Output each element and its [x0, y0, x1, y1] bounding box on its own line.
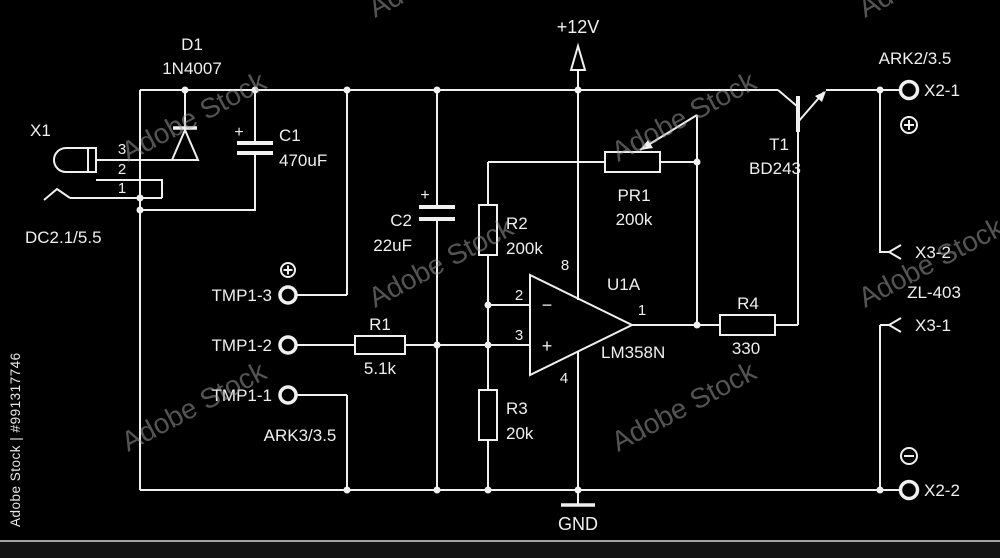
x1-ref-label: X1 — [30, 121, 51, 140]
c1-polarity-plus: + — [234, 124, 243, 141]
r2-ref-label: R2 — [506, 214, 528, 233]
d1-ref-label: D1 — [181, 35, 203, 54]
res-r2: R2 200k — [478, 161, 605, 390]
plus-polarity-icon — [280, 262, 296, 278]
diode-icon — [170, 127, 200, 161]
x2-2-label: X2-2 — [924, 481, 960, 500]
resistor-icon — [354, 335, 406, 355]
pin-chevron-icon — [887, 317, 902, 333]
res-r1: R1 5.1k — [354, 315, 530, 378]
watermark-tiles: Adobe Stock Adobe Stock Adobe Stock Adob… — [116, 0, 1000, 457]
resistor-icon — [478, 389, 498, 441]
dc-jack-x1: X1 3 2 1 DC2.1/5.5 — [25, 121, 185, 247]
t1-ref-label: T1 — [769, 135, 789, 154]
terminal-x2-2 — [898, 479, 920, 501]
res-r3: R3 20k — [478, 389, 534, 490]
watermark-text: Adobe Stock — [363, 211, 519, 313]
ark2-type-label: ARK2/3.5 — [879, 49, 952, 68]
u1a-ref-label: U1A — [607, 275, 641, 294]
opamp-pin2-label: 2 — [515, 287, 523, 304]
watermark-text: Adobe Stock — [853, 0, 1000, 23]
circuit: X1 3 2 1 DC2.1/5.5 D1 1N4007 + C1 470uF — [25, 17, 961, 534]
opamp-noninverting-sign: + — [542, 336, 553, 356]
out-terminals-ark2: ARK2/3.5 X2-1 X2-2 — [879, 49, 960, 501]
tmp1-2-label: TMP1-2 — [212, 336, 272, 355]
x1-type-label: DC2.1/5.5 — [25, 228, 102, 247]
terminal-tmp1-2 — [278, 335, 298, 355]
r4-value-label: 330 — [732, 339, 760, 358]
diode-d1: D1 1N4007 — [162, 35, 222, 161]
c2-value-label: 22uF — [373, 236, 412, 255]
wiper-arrow-icon — [640, 140, 653, 150]
watermark-side-text: Adobe Stock | #991317746 — [8, 352, 23, 527]
tmp1-3-label: TMP1-3 — [212, 286, 272, 305]
x2-1-label: X2-1 — [924, 81, 960, 100]
t1-value-label: BD243 — [749, 159, 801, 178]
power-rails — [139, 89, 900, 491]
cap-c2: + C2 22uF — [373, 90, 455, 490]
jack-sleeve-icon — [43, 187, 71, 201]
pin-chevron-icon — [887, 244, 902, 260]
opamp-u1a: − + 2 3 8 4 1 U1A LM358N — [488, 90, 720, 490]
watermark-text: Adobe Stock — [606, 355, 762, 457]
terminal-tmp1-1 — [278, 385, 298, 405]
vcc-label: +12V — [557, 17, 600, 37]
capacitor-plates-icon — [419, 205, 455, 221]
watermark-text: Adobe Stock — [363, 0, 519, 23]
gnd-label: GND — [558, 514, 598, 534]
zl-type-label: ZL-403 — [907, 283, 961, 302]
ark3-type-label: ARK3/3.5 — [264, 426, 337, 445]
zl-connector: X3-2 ZL-403 X3-1 — [879, 90, 961, 490]
r1-value-label: 5.1k — [364, 359, 397, 378]
cap-c1: + C1 470uF — [140, 90, 327, 211]
opamp-inverting-sign: − — [542, 295, 553, 315]
tmp1-1-label: TMP1-1 — [212, 386, 272, 405]
r3-ref-label: R3 — [506, 399, 528, 418]
x3-2-label: X3-2 — [915, 243, 951, 262]
c1-value-label: 470uF — [279, 151, 327, 170]
resistor-icon — [719, 314, 776, 336]
transistor-t1: T1 BD243 — [749, 89, 826, 178]
minus-polarity-icon — [900, 447, 918, 465]
d1-value-label: 1N4007 — [162, 59, 222, 78]
r2-value-label: 200k — [506, 239, 543, 258]
r3-value-label: 20k — [506, 424, 534, 443]
opamp-pin8-label: 8 — [561, 257, 569, 274]
c2-ref-label: C2 — [390, 211, 412, 230]
x1-pin1-label: 1 — [118, 180, 126, 197]
res-r4: R4 330 — [697, 132, 799, 358]
plus-polarity-icon — [900, 116, 918, 134]
x3-1-label: X3-1 — [915, 316, 951, 335]
jack-tip-icon — [87, 147, 97, 173]
vcc-arrow-icon — [569, 42, 587, 71]
emitter-arrow-icon — [815, 91, 826, 102]
c2-polarity-plus: + — [420, 187, 429, 204]
c1-ref-label: C1 — [279, 126, 301, 145]
r1-ref-label: R1 — [369, 315, 391, 334]
tmp-header-ark3: TMP1-3 TMP1-2 TMP1-1 ARK3/3.5 — [212, 90, 355, 490]
opamp-pin4-label: 4 — [560, 370, 568, 387]
capacitor-plates-icon — [237, 141, 273, 155]
terminal-tmp1-3 — [278, 285, 298, 305]
r4-ref-label: R4 — [737, 294, 759, 313]
footer-strip — [0, 540, 1000, 558]
pr1-value-label: 200k — [616, 210, 653, 229]
junction-dots — [136, 86, 884, 494]
opamp-triangle-icon — [529, 273, 635, 377]
u1a-value-label: LM358N — [601, 343, 665, 362]
terminal-x2-1 — [898, 79, 920, 101]
x1-pin2-label: 2 — [118, 161, 126, 178]
x1-pin3-label: 3 — [118, 141, 126, 158]
pr1-ref-label: PR1 — [617, 186, 650, 205]
opamp-pin1-label: 1 — [638, 302, 646, 319]
power-symbols: +12V GND — [557, 17, 600, 534]
jack-body-icon — [53, 147, 96, 173]
opamp-pin3-label: 3 — [515, 327, 523, 344]
pot-pr1: PR1 200k — [604, 114, 698, 325]
watermark-text: Adobe Stock — [606, 65, 762, 167]
